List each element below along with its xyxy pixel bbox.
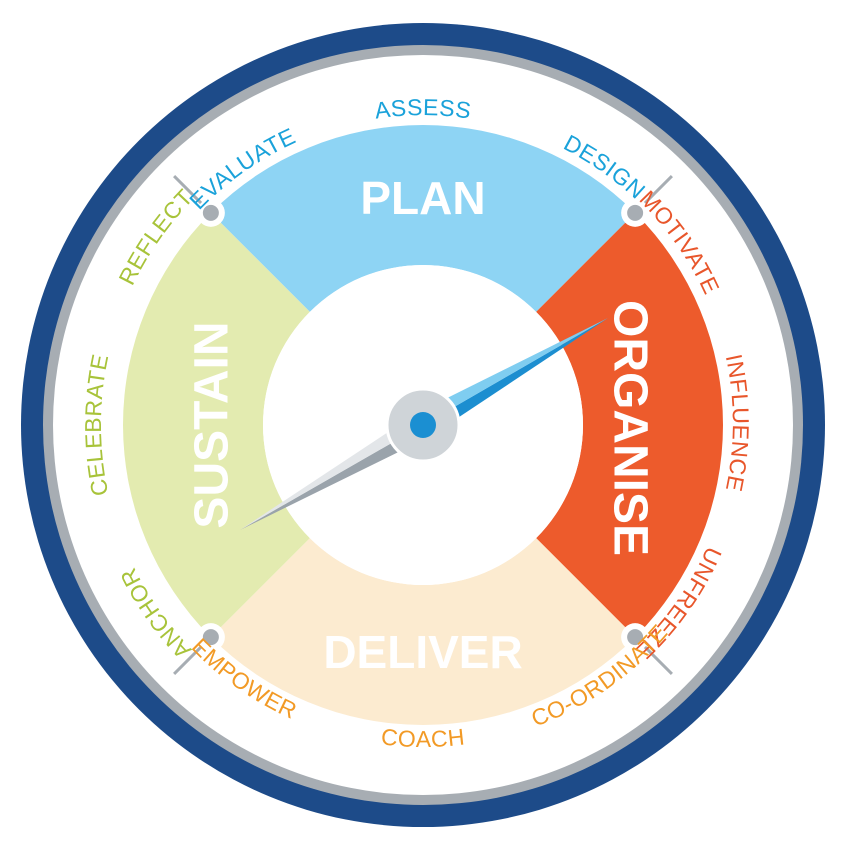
sector-deliver [210,538,636,725]
divider-pivot-dot [202,629,219,646]
needle-gray-half-light [240,413,423,530]
needle-blue-half-dark [423,318,608,437]
compass-needle [240,318,608,530]
needle-gray-half-dark [240,425,429,530]
sector-organise [536,212,723,638]
needle-hub-dot [410,412,436,438]
divider-pivot-dot [627,204,644,221]
sector-label-sustain: SUSTAIN [186,321,239,528]
sector-label-deliver: DELIVER [323,626,522,678]
needle-blue-half-light [417,318,608,425]
sector-label-plan: PLAN [360,172,485,224]
sector-label-organise: ORGANISE [603,300,656,556]
sector-sustain [123,212,310,638]
sector-plan [210,125,636,312]
step-label-coach: COACH [380,723,466,752]
divider-pivot-dot [627,629,644,646]
divider-pivot-dot [202,204,219,221]
